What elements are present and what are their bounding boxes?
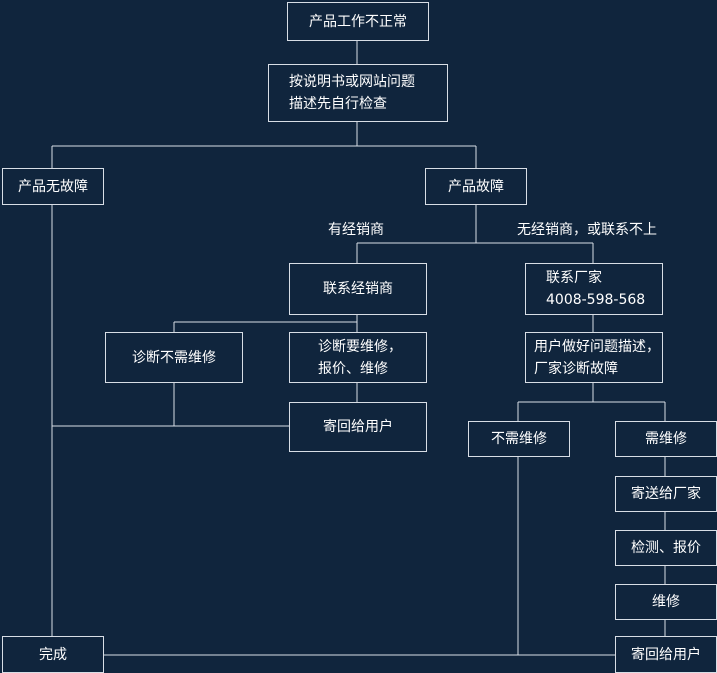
node-text: 联系经销商 — [323, 281, 393, 297]
node-fault: 产品故障 — [425, 168, 527, 205]
node-dealer-no-repair: 诊断不需维修 — [105, 332, 243, 383]
node-text: 完成 — [39, 646, 67, 663]
node-repair: 维修 — [615, 584, 717, 620]
node-contact-dealer: 联系经销商 — [289, 263, 427, 315]
node-problem: 产品工作不正常 — [287, 2, 429, 41]
node-text: 产品故障 — [448, 178, 504, 195]
node-text: 不需维修 — [491, 431, 547, 447]
node-text: 产品无故障 — [18, 178, 88, 195]
node-dealer-return: 寄回给用户 — [289, 402, 427, 452]
node-text: 检测、报价 — [631, 540, 701, 556]
node-text: 寄回给用户 — [323, 419, 393, 435]
node-dealer-repair: 诊断要维修， 报价、维修 — [289, 332, 427, 383]
node-text: 产品工作不正常 — [309, 13, 407, 30]
node-inspect-quote: 检测、报价 — [615, 530, 717, 566]
node-contact-maker: 联系厂家 4008-598-568 — [525, 263, 663, 315]
node-text: 寄送给厂家 — [631, 486, 701, 502]
node-no-fault: 产品无故障 — [2, 168, 104, 205]
label-has-dealer: 有经销商 — [328, 222, 384, 238]
node-text: 需维修 — [645, 431, 687, 447]
node-text: 联系厂家 — [546, 270, 602, 286]
node-text: 描述先自行检查 — [289, 96, 387, 112]
node-text: 诊断要维修， — [318, 338, 402, 355]
node-phone: 4008-598-568 — [546, 292, 646, 308]
node-text: 按说明书或网站问题 — [289, 74, 415, 90]
node-self-check: 按说明书或网站问题 描述先自行检查 — [268, 64, 448, 122]
node-text: 维修 — [652, 594, 680, 610]
node-done: 完成 — [2, 636, 104, 673]
node-maker-return: 寄回给用户 — [615, 636, 717, 673]
node-text: 诊断不需维修 — [132, 349, 216, 366]
node-maker-diagnose: 用户做好问题描述， 厂家诊断故障 — [525, 332, 663, 383]
node-text: 寄回给用户 — [631, 646, 701, 663]
node-text: 厂家诊断故障 — [534, 360, 618, 377]
node-text: 报价、维修 — [318, 360, 388, 377]
label-no-dealer: 无经销商，或联系不上 — [517, 222, 657, 238]
node-maker-repair: 需维修 — [615, 421, 717, 457]
node-text: 用户做好问题描述， — [534, 338, 660, 355]
node-maker-no-repair: 不需维修 — [468, 421, 570, 457]
node-ship-to-maker: 寄送给厂家 — [615, 476, 717, 512]
